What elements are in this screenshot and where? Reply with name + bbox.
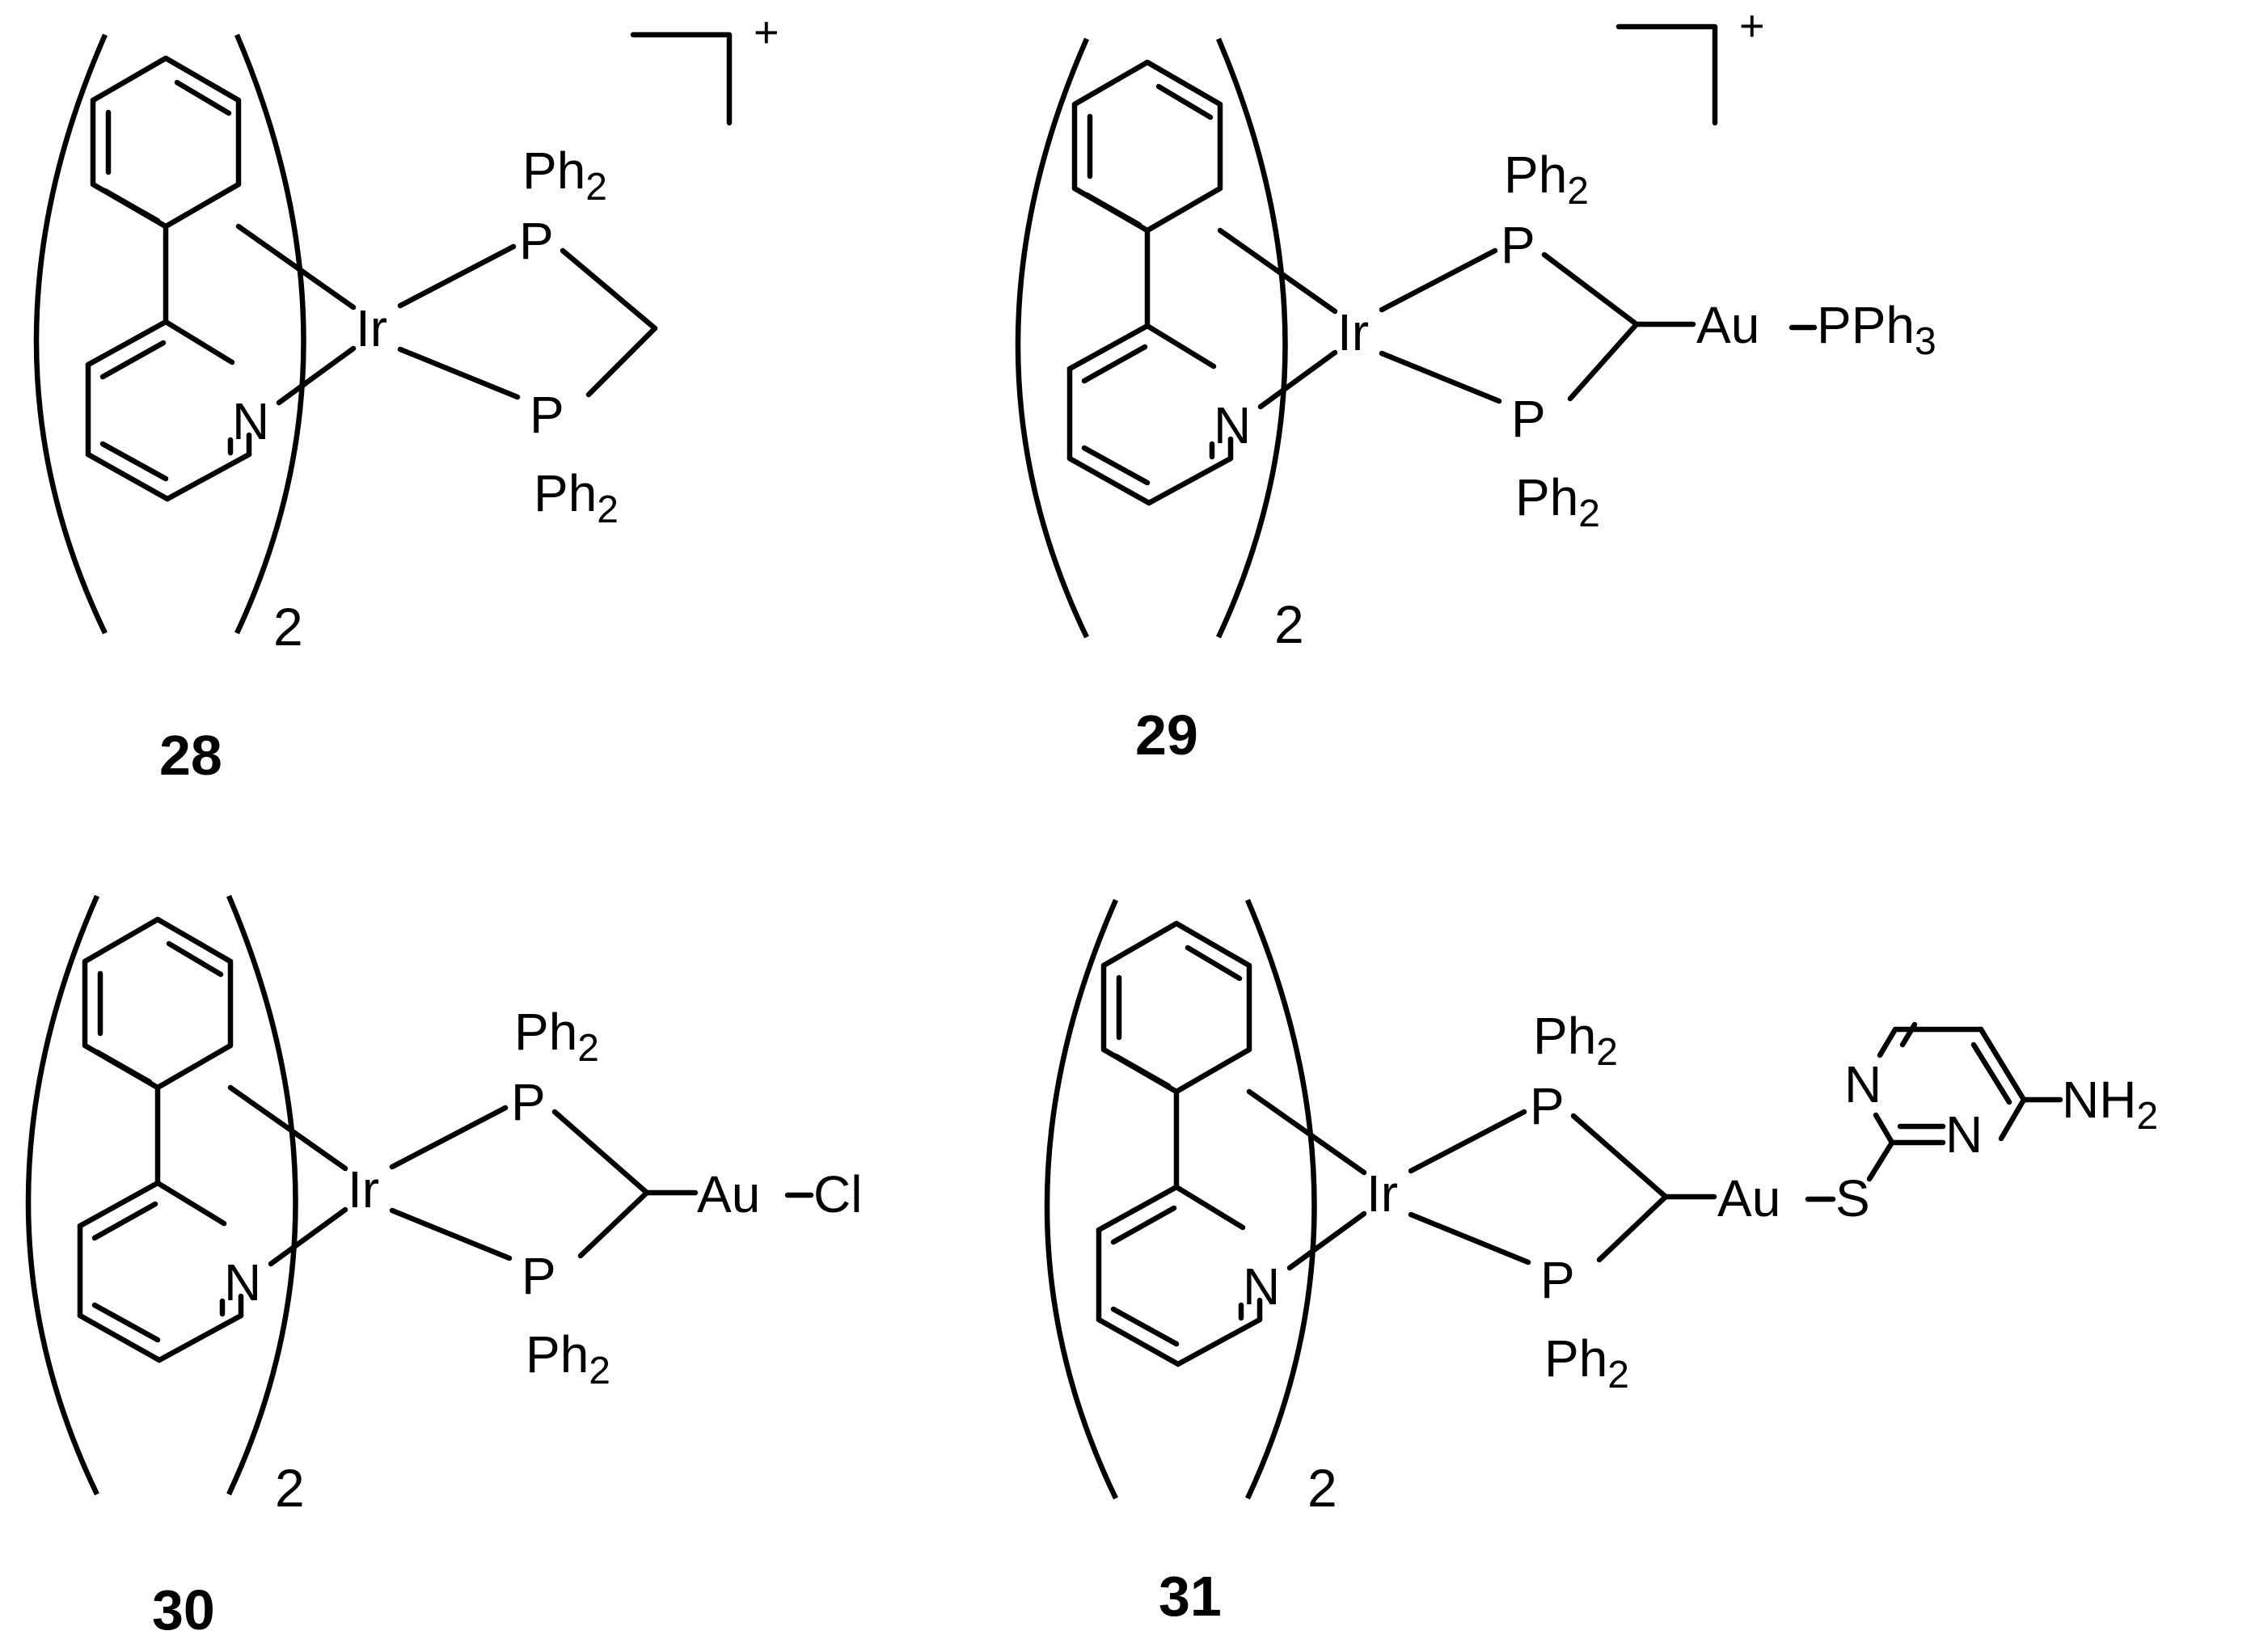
atom-n: N [224,1253,261,1312]
atom-n: N [232,392,269,450]
charge-sign: + [1739,2,1765,50]
atom-pyrimidine-n1: N [1844,1055,1881,1113]
multiplier: 2 [275,1458,305,1518]
atom-p-top: P [1530,1077,1565,1135]
multiplier: 2 [1307,1458,1337,1518]
ch2-p-bond [585,325,658,398]
c-ir-bond [1246,1088,1367,1176]
label-ph2-top: Ph2 [514,1003,599,1070]
ir-p-bottom-bond [1408,1211,1531,1265]
pyridine-ring [1066,323,1234,506]
n-ir-bond [268,1206,348,1267]
label-ph2-top: Ph2 [522,142,607,209]
phenyl-ring [1071,59,1223,234]
label-ph2-bottom: Ph2 [526,1325,610,1392]
phenyl-ring [82,916,234,1091]
atom-n: N [1243,1257,1280,1316]
atom-pyrimidine-n3: N [1945,1105,1983,1164]
ir-p-bottom-bond [1379,350,1502,404]
pyridine-ring [85,319,252,502]
n-ir-bond [1286,1210,1367,1271]
n-ir-bond [1257,349,1338,410]
pyridine-ring [1096,1184,1263,1367]
compound-28: + Ir N P P Ph2 Ph2 2 28 [33,8,779,787]
atom-au: Au [1717,1169,1780,1227]
atom-ir: Ir [356,299,387,357]
compound-31: Ir N P P Ph2 Ph2 Au S N N NH2 2 31 [1044,898,2158,1628]
compound-number: 31 [1159,1565,1222,1628]
left-paren [1015,37,1089,639]
charge-bracket [630,32,733,126]
left-paren [1044,898,1118,1500]
multiplier: 2 [1274,594,1304,654]
left-paren [25,894,99,1496]
phenyl-ring [1100,920,1252,1095]
right-paren [1216,37,1288,639]
p-ch-bond [1541,251,1640,327]
compound-30: Ir N P P Ph2 Ph2 Au Cl 2 30 [25,894,862,1641]
right-paren [1245,898,1317,1500]
multiplier: 2 [273,597,303,657]
atom-n: N [1214,396,1251,454]
s-c2-bond [1866,1139,1895,1182]
label-ph2-top: Ph2 [1533,1007,1618,1074]
label-ph2-bottom: Ph2 [1515,468,1600,535]
compound-number: 29 [1135,703,1198,767]
label-ph2-bottom: Ph2 [534,464,619,531]
ir-p-bottom-bond [389,1207,513,1261]
atom-ir: Ir [1366,1164,1398,1223]
atom-ir: Ir [1337,303,1369,361]
charge-sign: + [754,8,779,57]
right-paren [234,33,306,635]
ir-p-top-bond [1408,1109,1527,1174]
p-ch-bond [551,1109,650,1196]
compound-number: 30 [152,1578,215,1641]
atom-p-top: P [511,1073,546,1131]
n-ir-bond [276,345,357,406]
phenyl-ring [90,55,242,230]
ir-p-top-bond [397,243,517,309]
atom-au: Au [1696,296,1759,354]
right-paren [226,894,298,1496]
ch-p-bond [1567,321,1640,402]
c-ir-bond [1217,227,1338,315]
atom-p-bottom: P [1540,1251,1575,1309]
atom-s: S [1835,1169,1870,1227]
atom-p-top: P [519,212,554,270]
c-ir-bond [227,1084,348,1172]
pyrimidine-ring [1873,1021,2027,1146]
atom-p-bottom: P [530,386,564,444]
ir-p-top-bond [389,1105,509,1170]
atom-p-bottom: P [522,1247,556,1305]
label-ph2-top: Ph2 [1504,146,1589,213]
c-ir-bond [235,223,357,311]
ch-p-bond [577,1189,650,1259]
atom-ir: Ir [348,1160,379,1219]
p-ch-bond [1570,1113,1669,1200]
atom-p-bottom: P [1511,390,1546,448]
left-paren [33,33,108,635]
ch-p-bond [1596,1194,1669,1263]
pyridine-ring [77,1180,244,1363]
ir-p-top-bond [1379,247,1498,313]
label-pph3: PPh3 [1817,296,1936,363]
compound-number: 28 [159,724,222,787]
p-ch2-bond [560,247,658,332]
label-nh2: NH2 [2062,1071,2158,1138]
label-ph2-bottom: Ph2 [1544,1329,1629,1396]
atom-au: Au [697,1165,760,1223]
ir-p-bottom-bond [397,346,521,400]
atom-p-top: P [1501,216,1535,274]
charge-bracket [1615,23,1718,126]
atom-cl: Cl [813,1165,862,1223]
compound-29: + Ir N P P Ph2 Ph2 Au PPh3 2 29 [1015,2,1936,767]
